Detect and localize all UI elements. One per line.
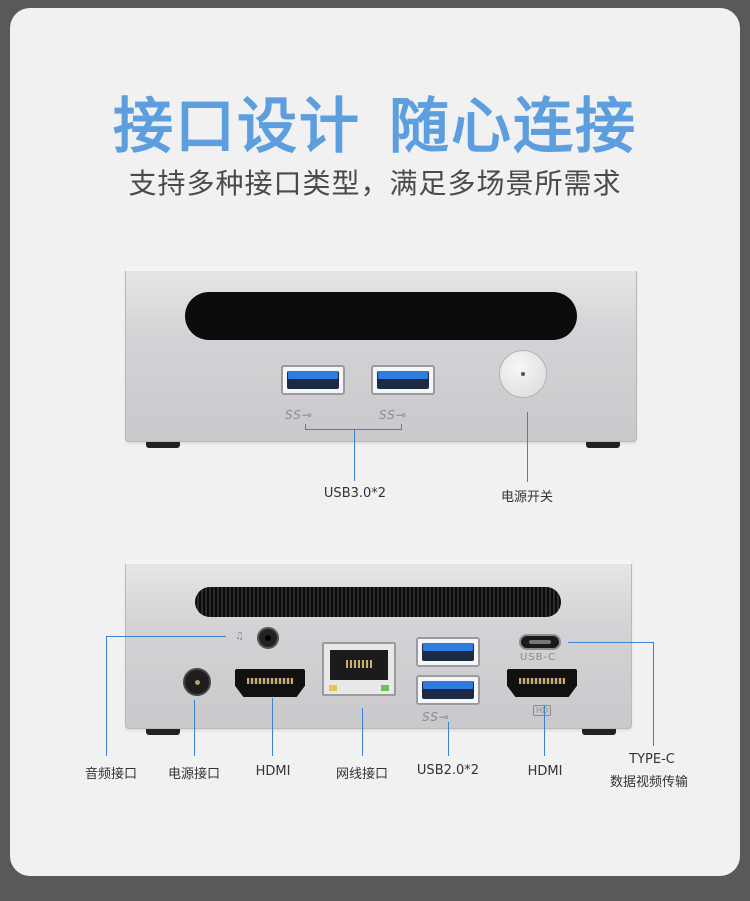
device-foot xyxy=(146,442,180,448)
usb3-port-2 xyxy=(371,365,435,395)
ss-usb-icon: SS⊸ xyxy=(379,408,407,422)
device-foot xyxy=(146,729,180,735)
hdmi-port-right xyxy=(507,669,577,697)
hdmi-port-left xyxy=(235,669,305,697)
usb2-port-2 xyxy=(416,675,480,705)
power-port-label: 电源接口 xyxy=(167,767,220,782)
hdmi-left-label: HDMI xyxy=(255,764,291,779)
usb2-label: USB2.0*2 xyxy=(416,763,480,778)
title-right: 随心连接 xyxy=(389,92,637,162)
headphone-icon: ♫ xyxy=(235,631,245,642)
device-foot xyxy=(586,442,620,448)
typec-label-line2: 数据视频传输 xyxy=(609,775,688,790)
page-title: 接口设计随心连接 xyxy=(0,78,750,165)
usb-c-port xyxy=(519,634,561,650)
device-foot xyxy=(582,729,616,735)
page-subtitle: 支持多种接口类型，满足多场景所需求 xyxy=(128,167,622,200)
mini-pc-rear: ♫ SS⊸ USB-C HD xyxy=(125,559,632,729)
network-port-label: 网线接口 xyxy=(335,767,388,782)
ss-usb-icon: SS⊸ xyxy=(422,710,450,724)
rear-vent-grill xyxy=(195,587,561,617)
audio-port-label: 音频接口 xyxy=(84,767,137,782)
usb3-port-1 xyxy=(281,365,345,395)
dc-power-jack xyxy=(183,668,211,696)
front-vent xyxy=(185,292,577,340)
hd-badge: HD xyxy=(533,705,552,716)
hdmi-right-label: HDMI xyxy=(527,764,563,779)
usb-c-print: USB-C xyxy=(520,652,557,663)
power-switch-label: 电源开关 xyxy=(500,490,553,505)
title-left: 接口设计 xyxy=(113,92,361,162)
audio-jack xyxy=(257,627,279,649)
typec-label-line1: TYPE-C xyxy=(629,752,675,767)
usb2-port-1 xyxy=(416,637,480,667)
ss-usb-icon: SS⊸ xyxy=(285,408,313,422)
power-button xyxy=(499,350,547,398)
ethernet-port xyxy=(322,642,396,696)
mini-pc-front: SS⊸ SS⊸ xyxy=(125,266,637,442)
usb3-label: USB3.0*2 xyxy=(323,486,387,501)
